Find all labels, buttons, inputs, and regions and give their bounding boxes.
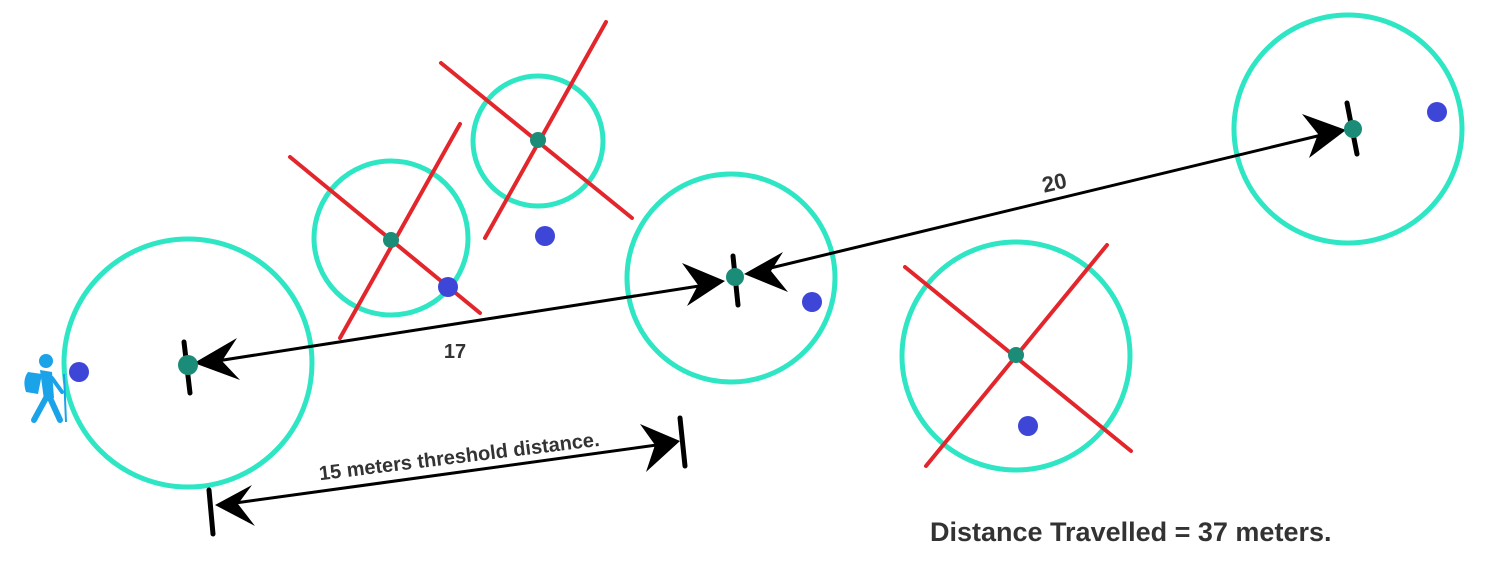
center-dot <box>1344 120 1362 138</box>
distance-arrows <box>203 131 1331 506</box>
circle-middle <box>624 171 838 385</box>
label-20: 20 <box>1040 168 1069 198</box>
gps-point <box>1427 102 1447 122</box>
gps-points <box>69 102 1447 436</box>
circle-rejected-2 <box>470 73 606 209</box>
arrowhead-threshold-right <box>640 424 680 472</box>
center-dot <box>383 232 399 248</box>
circle-start <box>61 236 315 490</box>
threshold-circles <box>61 12 1465 490</box>
gps-point <box>69 362 89 382</box>
red-x-icon <box>288 122 482 340</box>
gps-point <box>1018 416 1038 436</box>
label-total: Distance Travelled = 37 meters. <box>930 517 1331 547</box>
center-dot <box>530 132 546 148</box>
arrow-line-20 <box>757 131 1331 273</box>
arrow-line-threshold <box>227 442 665 506</box>
arrowhead-middle-right <box>744 252 788 292</box>
arrowheads <box>194 114 1346 526</box>
arrowhead-start-left <box>194 338 240 380</box>
center-dot <box>726 268 744 286</box>
arrowhead-end-right <box>1302 114 1346 158</box>
circle-end <box>1231 12 1465 246</box>
threshold-cap-right <box>677 415 688 469</box>
center-dot <box>178 355 198 375</box>
threshold-cap-left <box>206 487 216 537</box>
arrowhead-middle-left <box>682 263 725 306</box>
arrow-line-17 <box>203 282 713 365</box>
circle-centers <box>178 120 1362 375</box>
label-17: 17 <box>444 341 466 363</box>
center-dot <box>1008 347 1024 363</box>
gps-point <box>802 292 822 312</box>
hiker-icon <box>24 354 67 423</box>
arrowhead-threshold-left <box>215 485 255 526</box>
gps-point <box>438 277 458 297</box>
circle-rejected-1 <box>311 158 471 318</box>
gps-point <box>535 226 555 246</box>
circle-rejected-3 <box>899 239 1133 473</box>
